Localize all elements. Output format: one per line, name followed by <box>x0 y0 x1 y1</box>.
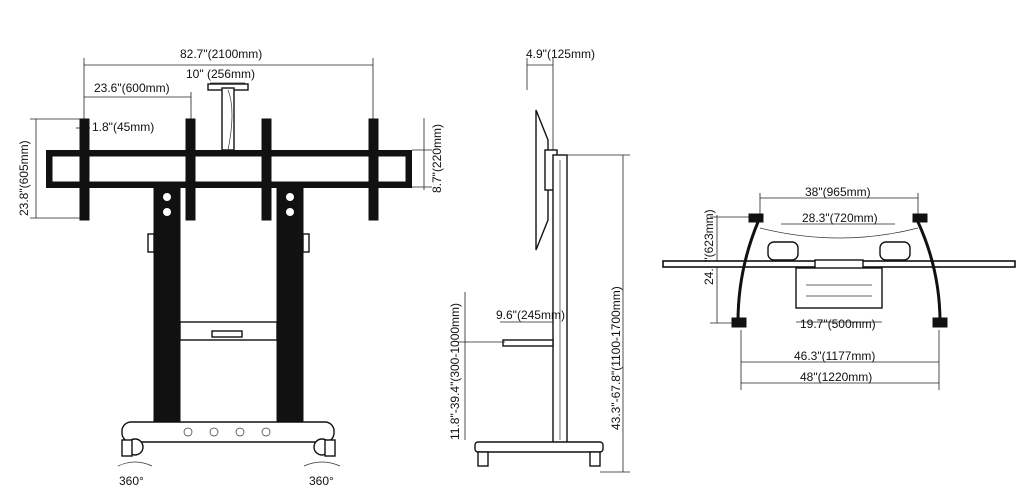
side-view: 4.9"(125mm) 9.6"(245mm) 11.8"-39.4"(300-… <box>448 47 630 473</box>
label-depth: 24.5"(623mm) <box>702 209 716 285</box>
label-arm-width: 1.8"(45mm) <box>92 120 154 134</box>
top-shelf <box>795 267 883 309</box>
vesa-arms <box>79 118 379 221</box>
label-bar-height: 8.7"(220mm) <box>430 124 444 193</box>
left-column <box>153 187 181 429</box>
top-view: 24.5"(623mm) 38"(965mm) 28.3"(720mm) 19.… <box>662 185 1016 390</box>
front-wheels <box>121 438 336 457</box>
rotation-arrow-left <box>117 461 153 467</box>
side-base <box>474 441 604 453</box>
side-bracket <box>535 109 549 251</box>
label-shelf-depth: 9.6"(245mm) <box>496 308 565 322</box>
front-view: 82.7"(2100mm) 10" (256mm) 23.6"(600mm) 1… <box>17 47 444 488</box>
label-rotation-left: 360° <box>119 474 144 488</box>
left-leg <box>736 221 760 323</box>
label-width-a: 38"(965mm) <box>805 185 871 199</box>
label-overall-width: 48"(1220mm) <box>800 370 872 384</box>
label-shelf-width: 19.7"(500mm) <box>800 317 876 331</box>
label-base-width: 46.3"(1177mm) <box>794 349 875 363</box>
label-mount-width: 10" (256mm) <box>186 67 255 81</box>
label-top-depth: 4.9"(125mm) <box>526 47 595 61</box>
label-rotation-right: 360° <box>309 474 334 488</box>
right-leg <box>916 221 942 323</box>
side-shelf <box>502 339 554 347</box>
right-column <box>276 187 304 429</box>
front-base <box>121 421 335 443</box>
label-arm-height: 23.8"(605mm) <box>17 140 31 216</box>
label-width-b: 28.3"(720mm) <box>802 211 878 225</box>
label-arm-spacing: 23.6"(600mm) <box>94 81 170 95</box>
label-total-width: 82.7"(2100mm) <box>180 47 262 61</box>
rotation-arrow-right <box>303 461 341 467</box>
label-shelf-height: 11.8"-39.4"(300-1000mm) <box>448 303 462 440</box>
label-total-height: 43.3"-67.8"(1100-1700mm) <box>609 286 623 430</box>
